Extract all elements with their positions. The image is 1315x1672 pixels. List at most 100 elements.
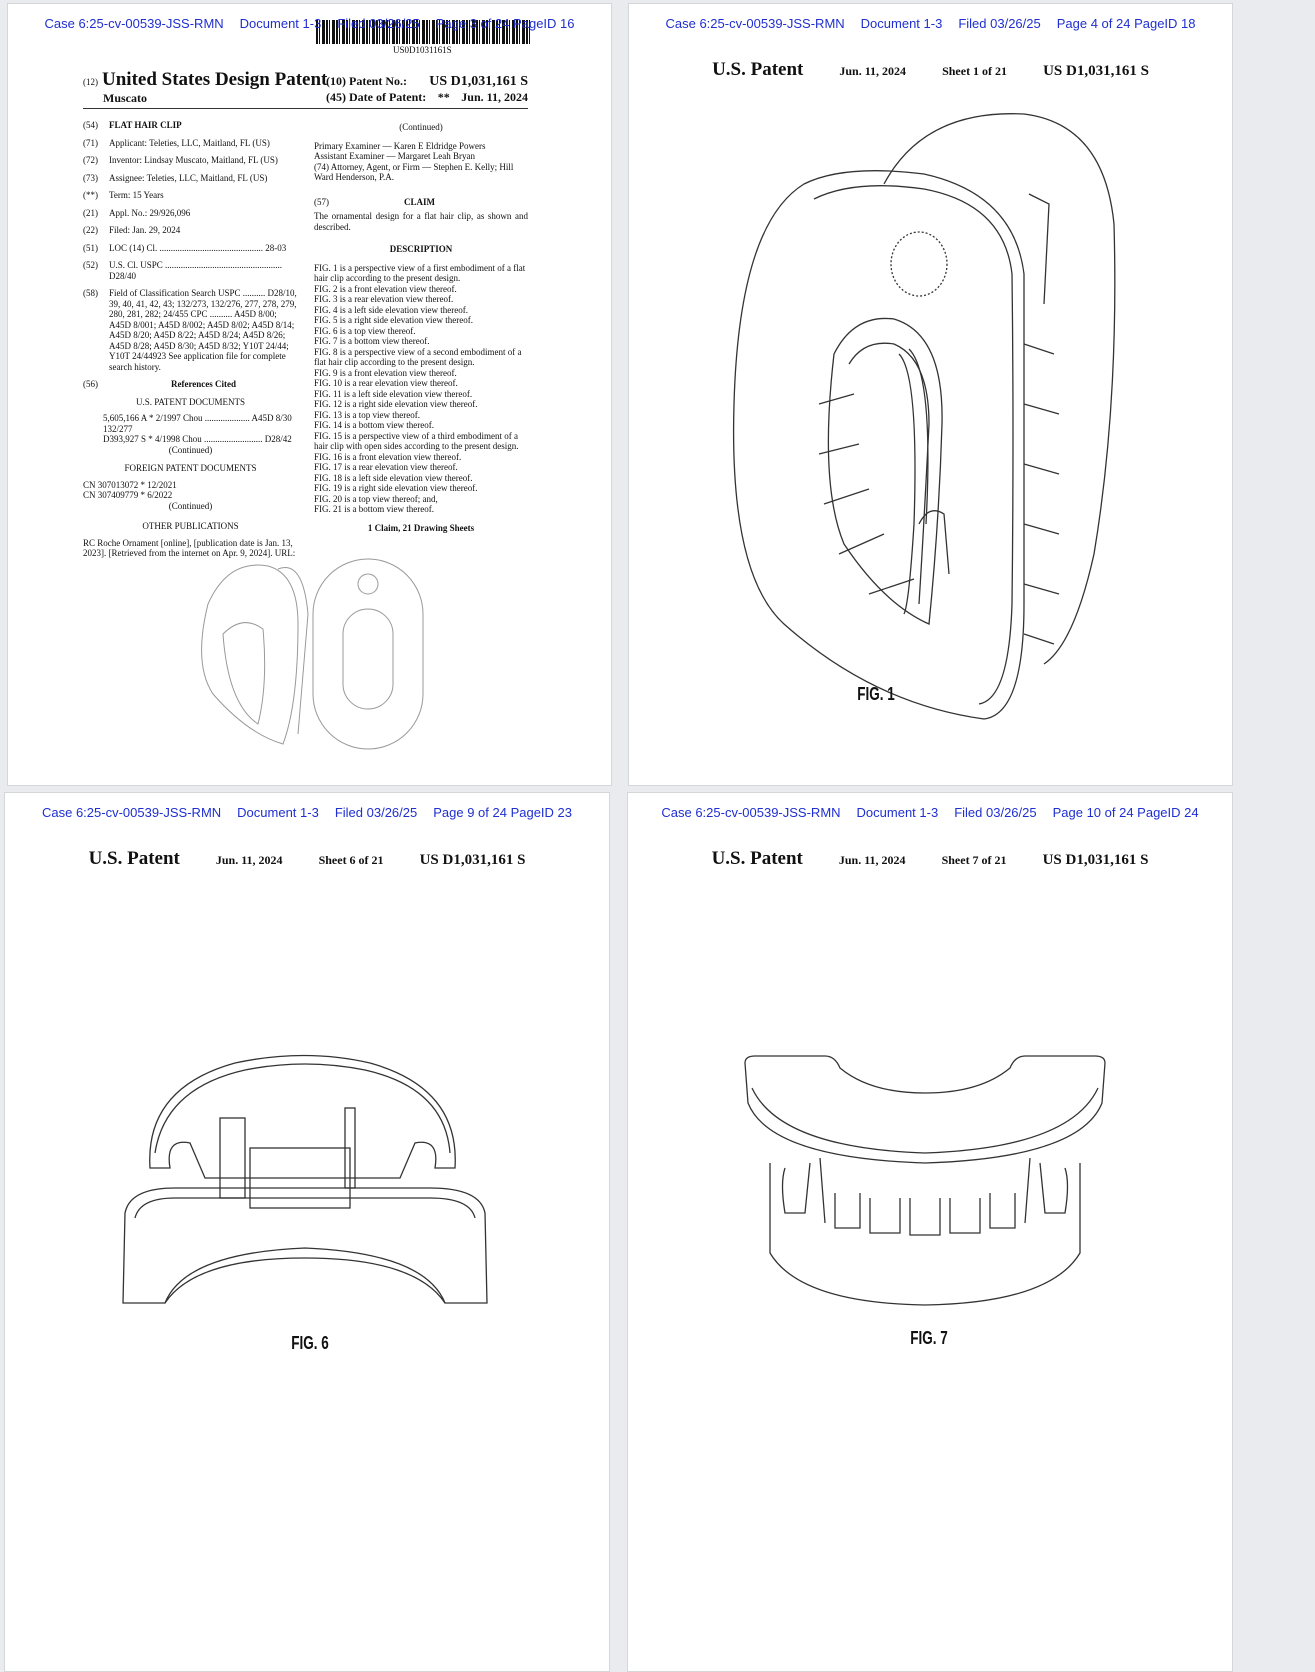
field-row: (72) Inventor: Lindsay Muscato, Maitland,… (83, 155, 298, 166)
date-mark: ** (437, 90, 450, 104)
sheet-patent-number: US D1,031,161 S (1042, 852, 1149, 868)
field-number: (51) (83, 242, 98, 253)
field-text: Appl. No.: 29/926,096 (109, 207, 191, 218)
references-heading: (56)References Cited (83, 379, 298, 390)
description-line: FIG. 17 is a rear elevation view thereof… (314, 462, 458, 472)
page-id: Page 3 of 24 PageID 16 (435, 16, 575, 31)
description-line: FIG. 16 is a front elevation view thereo… (314, 451, 462, 462)
case-number: Case 6:25-cv-00539-JSS-RMN (661, 805, 841, 820)
left-column: (54)FLAT HAIR CLIP (71)Applicant: Teletie… (83, 120, 298, 559)
field-row: (54)FLAT HAIR CLIP (83, 120, 298, 131)
field-row: (**) Term: 15 Years (83, 190, 298, 201)
us-reference: 5,605,166 A * 2/1997 Chou ..............… (103, 413, 292, 434)
description-title: DESCRIPTION (389, 244, 453, 254)
case-header: Case 6:25-cv-00539-JSS-RMN Document 1-3 Fi… (8, 16, 611, 31)
description-line: FIG. 4 is a left side elevation view the… (314, 304, 468, 315)
page-id: Page 10 of 24 PageID 24 (1052, 805, 1199, 820)
other-publication: RC Roche Ornament [online], [publication… (83, 537, 296, 559)
field-number: (21) (83, 207, 98, 218)
section-title: FOREIGN PATENT DOCUMENTS (124, 463, 257, 473)
field-number: (54) (83, 120, 98, 130)
claim-heading: (57)CLAIM (314, 197, 528, 208)
sheet-date: Jun. 11, 2024 (839, 64, 907, 78)
description-line: FIG. 3 is a rear elevation view thereof. (314, 294, 454, 304)
us-reference: D393,927 S * 4/1998 Chou ...............… (103, 434, 292, 444)
description-line: FIG. 21 is a bottom view thereof. (314, 504, 434, 514)
field-number: (**) (83, 190, 98, 200)
inventor-name: Muscato (103, 91, 147, 105)
field-number: (73) (83, 172, 98, 183)
title-num: (12) (83, 77, 98, 87)
sheet-patent-number: US D1,031,161 S (1043, 63, 1149, 79)
sheet-number: Sheet 7 of 21 (941, 853, 1007, 867)
field-number: (58) (83, 288, 98, 298)
page-id: Page 9 of 24 PageID 23 (433, 805, 573, 820)
barcode (316, 20, 530, 44)
examiner: Assistant Examiner — Margaret Leah Bryan (314, 151, 476, 161)
filed-date: Filed 03/26/25 (958, 16, 1041, 31)
examiner: Primary Examiner — Karen E Eldridge Powe… (314, 140, 486, 151)
barcode-text: US0D1031161S (393, 45, 452, 55)
sheet-patent-number: US D1,031,161 S (419, 852, 526, 868)
filed-date: Filed 03/26/25 (334, 805, 418, 820)
description-line: FIG. 8 is a perspective view of a second… (314, 346, 522, 368)
us-patent-label: U.S. Patent (88, 848, 180, 869)
sheet-date: Jun. 11, 2024 (215, 853, 283, 867)
field-text: LOC (14) Cl. ...........................… (109, 242, 287, 253)
field-number: (71) (83, 137, 98, 148)
document-number: Document 1-3 (239, 16, 322, 31)
description-line: FIG. 18 is a left side elevation view th… (314, 472, 473, 483)
section-title: U.S. PATENT DOCUMENTS (135, 396, 246, 407)
divider (83, 108, 528, 109)
description-line: FIG. 1 is a perspective view of a first … (314, 262, 526, 284)
description-line: FIG. 11 is a left side elevation view th… (314, 388, 473, 399)
field-row: (71)Applicant: Teleties, LLC, Maitland, … (83, 138, 298, 149)
date-label: (45) Date of Patent: (326, 90, 427, 104)
field-row: (51) LOC (14) Cl. .......................… (83, 243, 298, 254)
us-patent-label: U.S. Patent (712, 59, 804, 80)
fig-1-drawing (732, 113, 1116, 720)
claim-text: The ornamental design for a flat hair cl… (314, 211, 528, 232)
field-row: (58)Field of Classification Search USPC … (83, 288, 298, 372)
sheet-number: Sheet 6 of 21 (318, 853, 384, 867)
drawing-sheets-count: 1 Claim, 21 Drawing Sheets (367, 522, 475, 533)
us-patent-label: U.S. Patent (711, 848, 803, 869)
right-column: (Continued) Primary Examiner — Karen E El… (314, 122, 528, 533)
section-title: OTHER PUBLICATIONS (142, 521, 239, 531)
document-number: Document 1-3 (237, 805, 319, 820)
description-line: FIG. 7 is a bottom view thereof. (314, 336, 430, 346)
field-number: (52) (83, 260, 98, 270)
field-text: U.S. Cl. USPC ..........................… (109, 260, 283, 281)
continued-note: (Continued) (168, 444, 213, 455)
description-line: FIG. 15 is a perspective view of a third… (314, 430, 519, 452)
foreign-reference: CN 307409779 * 6/2022 (83, 490, 173, 500)
field-text: Filed: Jan. 29, 2024 (109, 225, 181, 235)
continued-note: (Continued) (399, 122, 443, 132)
patno-label: (10) Patent No.: (326, 74, 407, 88)
field-text: Inventor: Lindsay Muscato, Maitland, FL … (109, 155, 278, 165)
page-id: Page 4 of 24 PageID 18 (1056, 16, 1196, 31)
field-number: (72) (83, 155, 98, 165)
description-line: FIG. 9 is a front elevation view thereof… (314, 367, 457, 378)
field-number: (56) (83, 379, 98, 389)
field-text: Assignee: Teleties, LLC, Maitland, FL (U… (109, 172, 268, 183)
description-line: FIG. 20 is a top view thereof; and, (314, 493, 438, 504)
patent-number-block: (10) Patent No.:US D1,031,161 S (45) Dat… (326, 74, 528, 105)
case-number: Case 6:25-cv-00539-JSS-RMN (44, 16, 224, 31)
field-text: Term: 15 Years (109, 190, 164, 200)
description-line: FIG. 12 is a right side elevation view t… (314, 399, 478, 409)
description-line: FIG. 6 is a top view thereof. (314, 325, 416, 336)
filed-date: Filed 03/26/25 (954, 805, 1037, 820)
claim-number: (57) (314, 196, 329, 207)
filed-date: Filed 03/26/25 (337, 16, 420, 31)
description-line: FIG. 5 is a right side elevation view th… (314, 315, 473, 325)
front-page-drawing (201, 558, 424, 750)
figure-label: FIG. 1 (857, 684, 895, 704)
